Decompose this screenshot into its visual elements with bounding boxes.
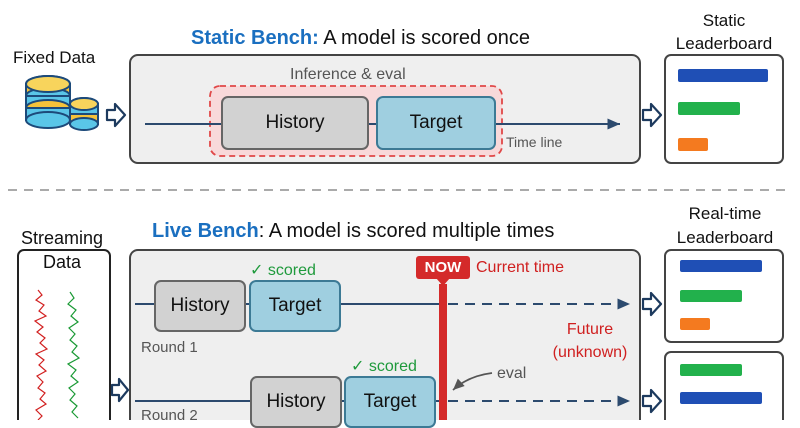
hollow-arrow-icon [641, 102, 663, 128]
streaming-data-label-1: Streaming [20, 228, 104, 248]
leaderboard-bar [680, 290, 742, 302]
leaderboard-bar [678, 69, 768, 82]
round-1-label: Round 1 [141, 339, 198, 356]
streaming-data-label-2: Data [42, 252, 82, 272]
hollow-arrow-icon [641, 388, 663, 414]
database-icon [25, 75, 99, 131]
realtime-leaderboard-label-2: Leaderboard [676, 228, 774, 247]
hollow-arrow-icon [641, 291, 663, 317]
streaming-signal-red [33, 289, 49, 420]
leaderboard-bar [678, 102, 740, 115]
round-2-label: Round 2 [141, 407, 198, 424]
now-line [439, 284, 447, 420]
leaderboard-bar [678, 138, 708, 151]
future-label-1: Future [566, 321, 614, 338]
now-badge-pointer [436, 278, 450, 286]
leaderboard-bar [680, 318, 710, 330]
static-target-box: Target [376, 96, 496, 150]
streaming-signal-green [66, 291, 81, 419]
inference-eval-label: Inference & eval [290, 66, 406, 83]
future-label-2: (unknown) [552, 344, 628, 361]
round-2-history-box: History [250, 376, 342, 428]
realtime-leaderboard-label-1: Real-time [688, 204, 762, 223]
eval-arrow [452, 372, 493, 391]
current-time-label: Current time [476, 259, 565, 276]
leaderboard-bar [680, 364, 742, 376]
leaderboard-bar [680, 392, 762, 404]
static-bench-title-bold: Static Bench: [191, 27, 319, 49]
realtime-leaderboard-panel-2 [664, 351, 784, 420]
round-1-history-box: History [154, 280, 246, 332]
round-1-target-box: Target [249, 280, 341, 332]
live-bench-title-bold: Live Bench [152, 220, 259, 242]
static-history-box: History [221, 96, 369, 150]
leaderboard-bar [680, 260, 762, 272]
round-2-target-box: Target [344, 376, 436, 428]
static-leaderboard-label-1: Static [702, 11, 746, 30]
static-bench-title: Static Bench: A model is scored once [191, 28, 530, 48]
timeline-label: Time line [506, 134, 563, 150]
live-bench-title-rest: : A model is scored multiple times [258, 220, 555, 242]
streaming-data-panel [17, 249, 111, 420]
now-badge: NOW [416, 256, 470, 279]
round-2-scored-label: ✓ scored [351, 358, 417, 375]
static-leaderboard-label-2: Leaderboard [675, 34, 773, 53]
static-bench-title-rest: A model is scored once [318, 27, 531, 49]
hollow-arrow-icon [110, 377, 130, 403]
eval-label: eval [497, 365, 527, 382]
hollow-arrow-icon [105, 102, 127, 128]
fixed-data-label: Fixed Data [13, 48, 96, 67]
round-1-scored-label: ✓ scored [250, 262, 316, 279]
live-bench-title: Live Bench: A model is scored multiple t… [152, 221, 554, 241]
